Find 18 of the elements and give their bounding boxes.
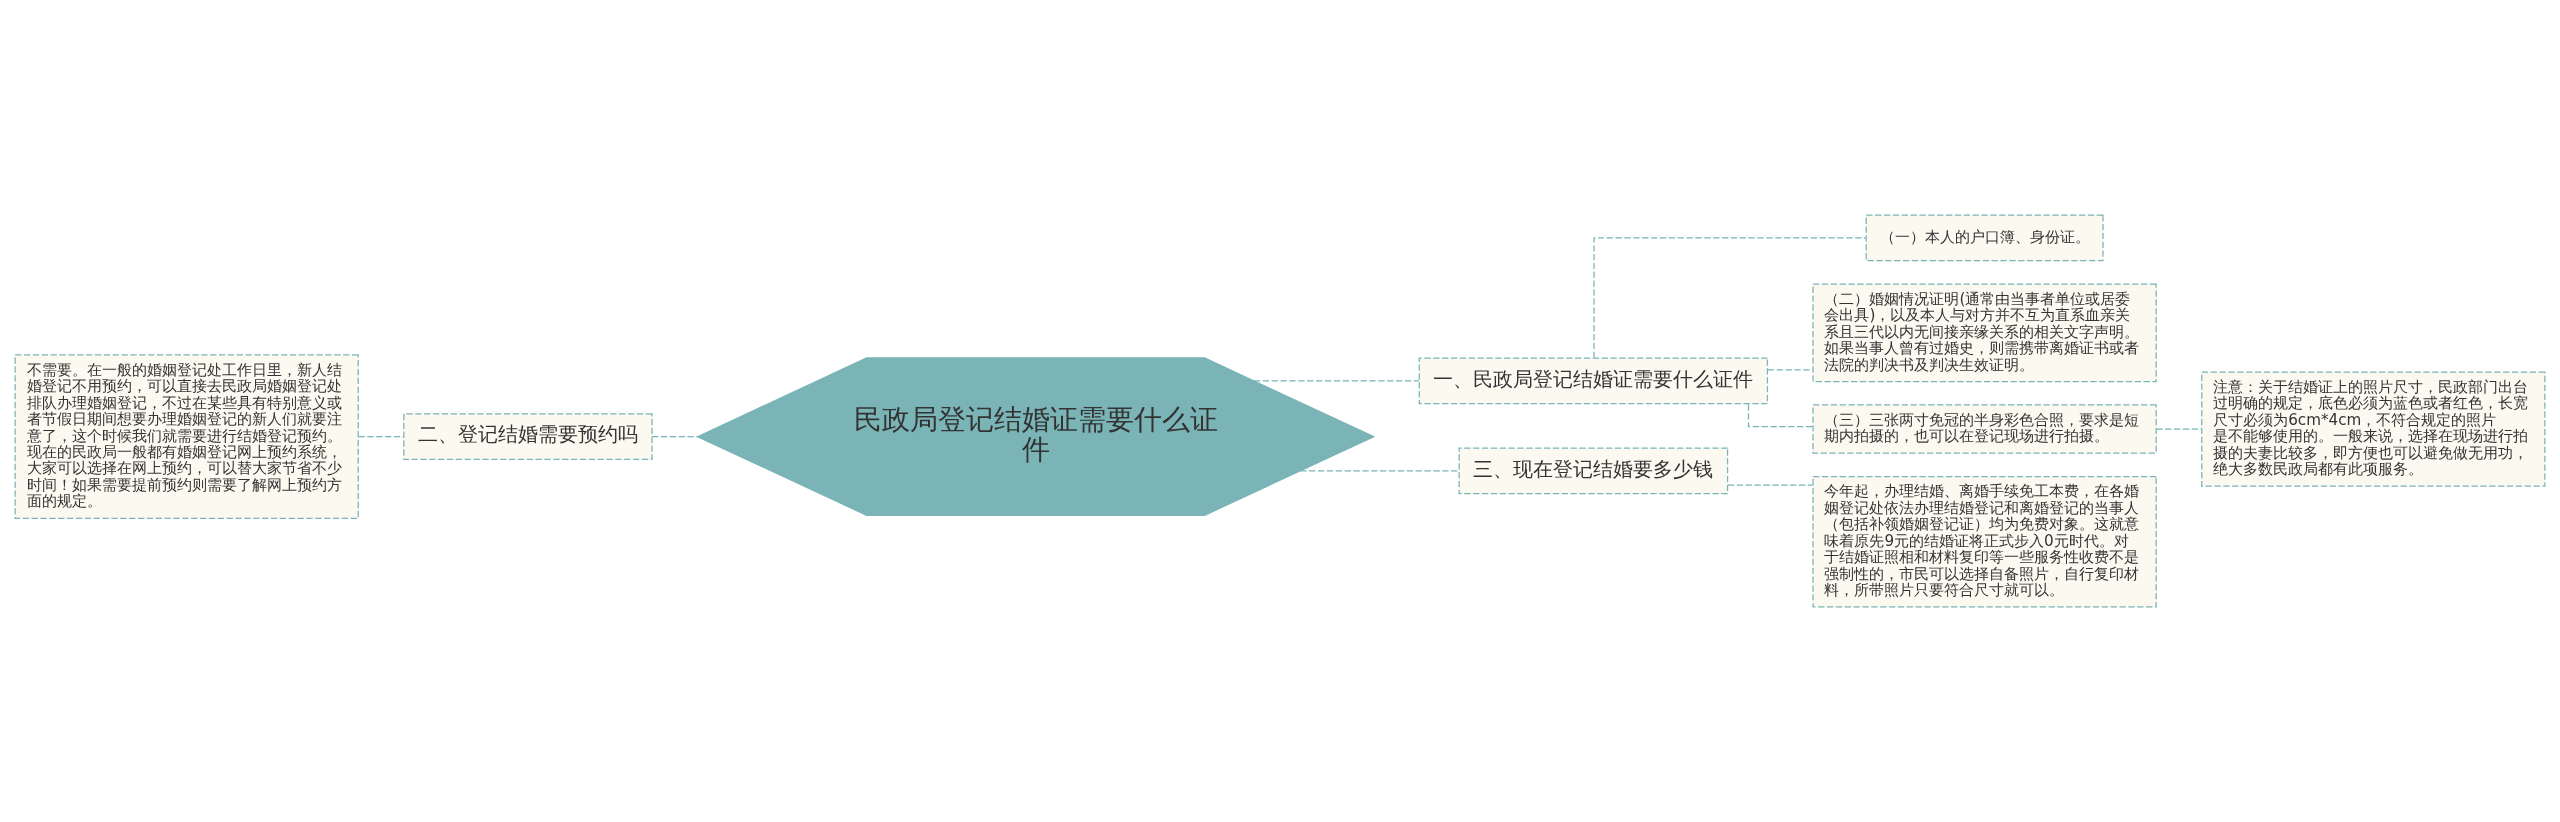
node-box: 注意：关于结婚证上的照片尺寸，民政部门出台过明确的规定，底色必须为蓝色或者红色，长宽尺寸必须为6cm*4cm，不符合规定的照片是不能够使用的。一般来说，选择在现场进行拍摄的夫妻比较多，即方便也可以避免做无用功，绝大多数民政局都有此项服务。 [2201, 371, 2546, 487]
node-box: 三、现在登记结婚要多少钱 [1458, 447, 1729, 495]
connector [1593, 237, 1867, 359]
connector [357, 436, 405, 438]
node-box: （一）本人的户口簿、身份证。 [1865, 214, 2104, 262]
connector [1299, 470, 1460, 472]
node-box: （三）三张两寸免冠的半身彩色合照，要求是短期内拍摄的，也可以在登记现场进行拍摄。 [1812, 404, 2157, 454]
connector [1727, 484, 1814, 486]
connector [1767, 369, 1814, 371]
connector [1747, 403, 1814, 428]
node-box: 二、登记结婚需要预约吗 [403, 413, 653, 461]
node-box: （二）婚姻情况证明(通常由当事者单位或居委会出具)，以及本人与对方并不互为直系血亲关系且三代以内无间接亲缘关系的相关文字声明。如果当事人曾有过婚史，则需携带离婚证书或者法院的判决书及判决生效证明。 [1812, 283, 2157, 383]
node-box: 一、民政局登记结婚证需要什么证件 [1418, 357, 1769, 405]
connector [2155, 428, 2203, 430]
node-box: 不需要。在一般的婚姻登记处工作日里，新人结婚登记不用预约，可以直接去民政局婚姻登记处排队办理婚姻登记，不过在某些具有特别意义或者节假日期间想要办理婚姻登记的新人们就要注意了，这个时候我们就需要进行结婚登记预约。现在的民政局一般都有婚姻登记网上预约系统，大家可以选择在网上预约，可以替大家节省不少时间！如果需要提前预约则需要了解网上预约方面的规定。 [14, 354, 359, 519]
connector [651, 436, 698, 438]
connector [1253, 380, 1420, 382]
node-box: 今年起，办理结婚、离婚手续免工本费，在各婚姻登记处依法办理结婚登记和离婚登记的当事人（包括补领婚姻登记证）均为免费对象。这就意味着原先9元的结婚证将正式步入0元时代。对于结婚证照相和材料复印等一些服务性收费不是强制性的，市民可以选择自备照片，自行复印材料，所带照片只要符合尺寸就可以。 [1812, 475, 2157, 608]
